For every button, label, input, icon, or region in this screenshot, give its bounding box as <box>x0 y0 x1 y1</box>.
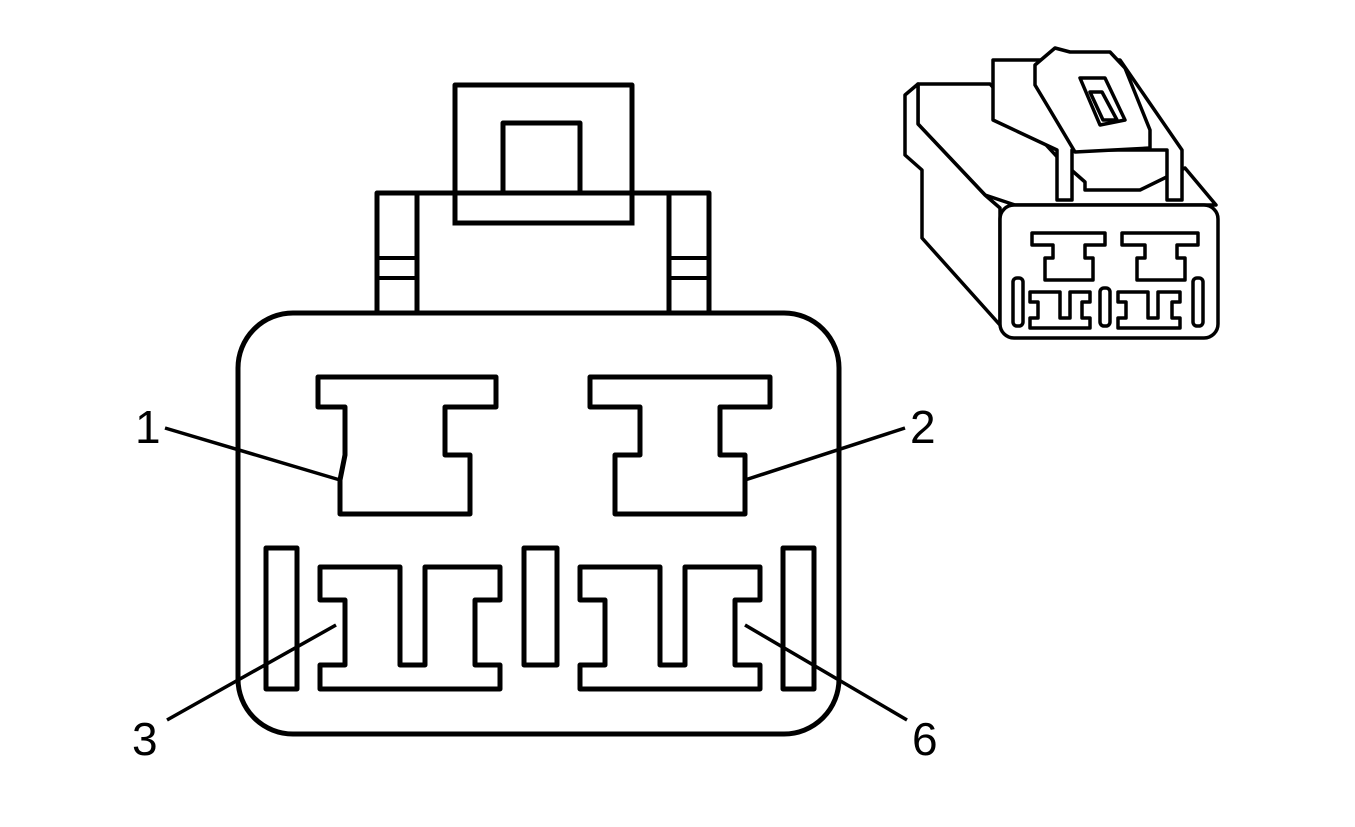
connector-front-view <box>235 82 842 737</box>
iso-cavity-1 <box>1030 231 1107 282</box>
leader-pin-6 <box>744 623 908 722</box>
tab-guide-right <box>666 190 712 318</box>
iso-cavity-6 <box>1116 290 1182 330</box>
slot-right <box>780 545 817 692</box>
pin-label-2: 2 <box>910 401 936 453</box>
pin-label-6: 6 <box>912 713 938 765</box>
cavity-6 <box>577 564 763 692</box>
iso-cavity-2 <box>1120 231 1200 282</box>
cavity-2 <box>587 374 773 517</box>
tab-guide-left <box>374 190 420 318</box>
slot-center <box>521 545 560 668</box>
slot-left <box>263 545 300 692</box>
iso-lock-slot <box>1088 90 1119 122</box>
pin-label-1: 1 <box>135 401 161 453</box>
connector-isometric-view <box>903 46 1220 340</box>
lock-tab-window <box>500 120 583 196</box>
leader-pin-2 <box>744 426 906 482</box>
iso-slot-center <box>1098 286 1112 328</box>
iso-cavity-3 <box>1028 290 1092 330</box>
pin-label-3: 3 <box>132 713 158 765</box>
cavity-3 <box>317 564 503 692</box>
leader-pin-3 <box>166 623 337 722</box>
iso-side-face <box>903 82 1002 327</box>
cavity-1 <box>315 374 499 517</box>
iso-slot-right <box>1191 276 1205 328</box>
leader-pin-1 <box>164 426 341 482</box>
iso-slot-left <box>1011 276 1025 328</box>
